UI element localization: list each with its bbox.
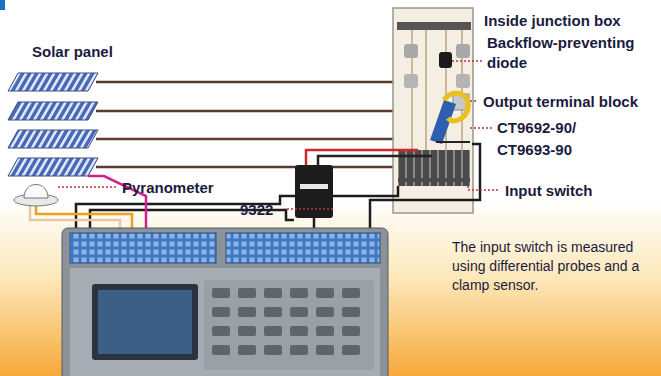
panel-wires-part — [96, 138, 412, 141]
leader-lines-part — [468, 186, 500, 190]
background-band-part — [0, 200, 661, 376]
key-button — [342, 326, 360, 336]
note-text: The input switch is measured using diffe… — [452, 238, 657, 295]
panel-wires — [96, 82, 412, 167]
key-button — [290, 345, 308, 355]
junction-box-part — [439, 52, 452, 68]
logger-cables-part — [370, 144, 480, 234]
probe-leads-part — [306, 150, 418, 165]
probe-leads-part — [318, 156, 432, 165]
leader-lines-part — [452, 60, 482, 62]
key-button — [290, 288, 308, 298]
solar-panels-part — [8, 73, 98, 91]
key-button — [212, 326, 230, 336]
junction-box-part — [404, 74, 418, 88]
key-button — [264, 326, 282, 336]
differential-probe — [295, 165, 333, 218]
key-button — [342, 307, 360, 317]
panel-wires-part — [96, 110, 412, 113]
solar-panels — [8, 73, 98, 176]
data-logger-part — [92, 284, 198, 360]
key-button — [212, 345, 230, 355]
junction-box-part — [456, 44, 470, 58]
key-button — [316, 288, 334, 298]
key-button — [238, 345, 256, 355]
key-button — [316, 345, 334, 355]
data-logger-part — [212, 288, 360, 355]
junction-box-part — [456, 74, 470, 88]
panel-wires-part — [96, 166, 412, 169]
pyranometer-part — [24, 185, 48, 199]
key-button — [212, 307, 230, 317]
key-button — [238, 307, 256, 317]
data-logger-part — [62, 228, 388, 376]
part-label: Input switch — [505, 181, 593, 200]
solar-panels-part — [8, 102, 98, 120]
clamp-sensor-part — [436, 141, 470, 143]
leader-lines-part — [284, 208, 333, 210]
differential-probe-part — [295, 165, 333, 218]
probe-leads — [306, 150, 432, 165]
key-button — [290, 307, 308, 317]
junction-box-part — [404, 44, 418, 58]
part-label: Pyranometer — [122, 178, 214, 197]
data-logger-part — [70, 268, 380, 376]
junction-box-part — [397, 22, 471, 30]
junction-box-part-part — [425, 30, 427, 150]
key-button — [264, 288, 282, 298]
key-button — [238, 326, 256, 336]
box-title: Inside junction box — [484, 11, 621, 30]
panel-label: Solar panel — [32, 42, 113, 61]
data-logger — [62, 228, 388, 376]
data-logger-part — [70, 233, 216, 263]
key-button — [316, 307, 334, 317]
data-logger-part — [204, 280, 374, 370]
data-logger-part — [226, 233, 380, 263]
junction-box-part — [393, 8, 473, 213]
key-button — [264, 307, 282, 317]
data-logger-part — [98, 290, 192, 354]
key-button — [290, 326, 308, 336]
pyranometer — [14, 185, 58, 207]
differential-probe-part — [300, 184, 328, 189]
background-band-part — [0, 0, 5, 10]
solar-panels-part — [8, 130, 98, 148]
model-label: 9322 — [240, 200, 273, 219]
logger-cables — [30, 144, 480, 234]
leader-lines-part — [470, 127, 492, 129]
panel-wires-part — [96, 81, 412, 84]
clamp-sensor — [430, 93, 470, 144]
leader-lines-part — [470, 100, 478, 102]
key-button — [316, 326, 334, 336]
junction-box — [393, 8, 473, 213]
key-button — [238, 288, 256, 298]
junction-box-part — [412, 30, 462, 150]
part-label: Backflow-preventing diode — [487, 33, 647, 73]
leader-lines — [58, 61, 500, 209]
solar-panels-part — [8, 158, 98, 176]
key-button — [264, 345, 282, 355]
key-button — [342, 345, 360, 355]
clamp-sensor-part — [444, 93, 468, 121]
key-button — [342, 288, 360, 298]
part-label: Output terminal block — [483, 92, 638, 111]
part-label: CT9692-90/ CT9693-90 — [497, 117, 597, 161]
key-button — [212, 288, 230, 298]
leader-lines-part — [58, 186, 117, 188]
